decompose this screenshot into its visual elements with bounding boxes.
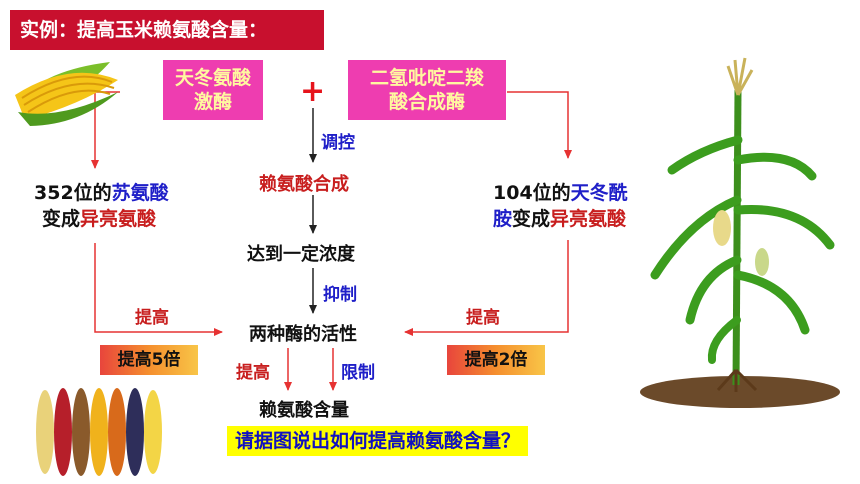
page-title: 实例：提高玉米赖氨酸含量： xyxy=(10,10,324,50)
right-mutation-asparagine-part1: 天冬酰 xyxy=(570,182,628,204)
reach-concentration-label: 达到一定浓度 xyxy=(247,244,355,265)
increase-label-left: 提高 xyxy=(135,308,169,328)
right-mutation-asparagine-part2: 胺 xyxy=(493,208,513,230)
enzyme-left-line2: 激酶 xyxy=(193,91,232,113)
colored-corn-image xyxy=(30,383,172,481)
corn-plant-image xyxy=(640,57,840,408)
left-mutation-threonine: 苏氨酸 xyxy=(111,182,169,204)
line-left-mutation-to-activity xyxy=(94,243,223,336)
regulate-label: 调控 xyxy=(321,133,355,153)
increase-label-center: 提高 xyxy=(236,363,270,383)
limit-label: 限制 xyxy=(341,363,375,383)
lysine-synthesis-label: 赖氨酸合成 xyxy=(259,174,349,195)
increase-label-right: 提高 xyxy=(466,308,500,328)
lysine-content-label: 赖氨酸含量 xyxy=(259,400,349,421)
enzyme-left-line1: 天冬氨酸 xyxy=(174,67,251,89)
fold-increase-2x-box: 提高2倍 xyxy=(447,345,545,375)
fold-increase-5x-box: 提高5倍 xyxy=(100,345,198,375)
left-mutation-change: 变成 xyxy=(42,208,81,230)
right-mutation-position: 104位的 xyxy=(493,182,571,204)
right-mutation-change: 变成 xyxy=(512,208,551,230)
enzyme-right-line2: 酸合成酶 xyxy=(388,91,465,113)
corn-cob-image xyxy=(15,62,118,126)
enzyme-aspartate-kinase-box: 天冬氨酸 激酶 xyxy=(163,60,263,120)
right-mutation-text: 104位的天冬酰 胺变成异亮氨酸 xyxy=(493,180,628,232)
left-mutation-isoleucine: 异亮氨酸 xyxy=(80,208,157,230)
line-right-mutation-to-activity xyxy=(404,240,569,336)
plus-sign: + xyxy=(300,74,326,109)
enzyme-dhdps-box: 二氢吡啶二羧 酸合成酶 xyxy=(348,60,506,120)
enzyme-right-line1: 二氢吡啶二羧 xyxy=(369,67,484,89)
left-mutation-text: 352位的苏氨酸 变成异亮氨酸 xyxy=(34,180,169,232)
left-mutation-position: 352位的 xyxy=(34,182,112,204)
inhibit-label: 抑制 xyxy=(323,285,357,305)
question-banner: 请据图说出如何提高赖氨酸含量？ xyxy=(227,426,529,456)
two-enzymes-activity-label: 两种酶的活性 xyxy=(249,324,357,345)
right-mutation-isoleucine: 异亮氨酸 xyxy=(550,208,627,230)
line-right-enzyme-to-right-down xyxy=(507,91,572,159)
